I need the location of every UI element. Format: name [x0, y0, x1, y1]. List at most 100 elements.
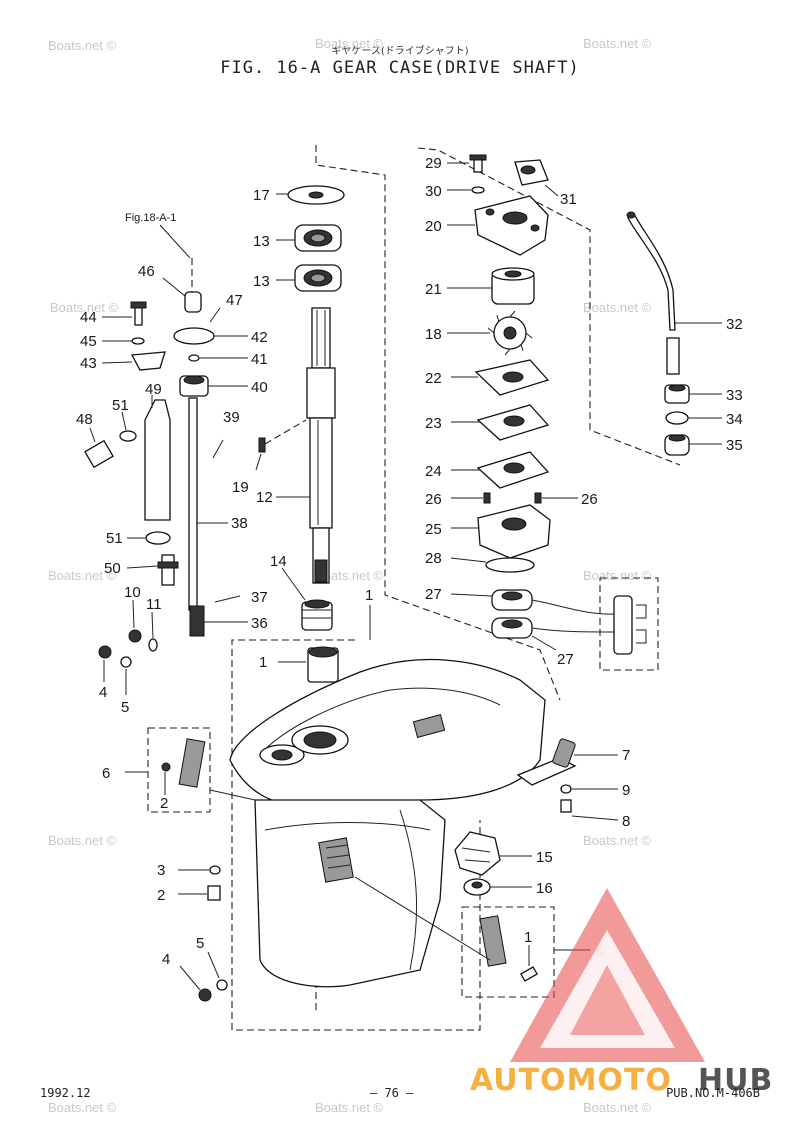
bolt-part-8	[560, 799, 572, 813]
callout-39: 39	[223, 409, 240, 426]
callout-38: 38	[231, 515, 248, 532]
watermark: Boats.net ©	[583, 568, 652, 583]
callout-33: 33	[726, 387, 743, 404]
callout-10: 10	[124, 584, 141, 601]
callout-26: 26	[581, 491, 598, 508]
callout-9: 9	[622, 782, 630, 799]
pin-part-37	[214, 595, 241, 603]
footer-publication-number: PUB.NO.M-406B	[666, 1086, 760, 1100]
callout-4: 4	[162, 951, 170, 968]
brand-text-primary: AUTOMOTO	[470, 1063, 672, 1098]
figure-reference: Fig.18-A-1	[125, 212, 176, 224]
o-ring-part-41	[188, 354, 200, 362]
callout-37: 37	[251, 589, 268, 606]
callout-21: 21	[425, 281, 442, 298]
callout-20: 20	[425, 218, 442, 235]
callout-47: 47	[226, 292, 243, 309]
callout-51: 51	[112, 397, 129, 414]
callout-1: 1	[524, 929, 532, 946]
callout-18: 18	[425, 326, 442, 343]
drive-shaft-part-12	[306, 307, 336, 584]
nozzle-part-48	[84, 439, 114, 469]
bearing-part-13-lower	[294, 264, 342, 292]
callout-2: 2	[157, 887, 165, 904]
gear-case-housing	[229, 658, 546, 988]
pin-part-47	[209, 307, 221, 323]
bolt-part-4	[198, 988, 212, 1002]
watermark: Boats.net ©	[48, 833, 117, 848]
hose-part-49	[144, 399, 171, 521]
seal-part-36	[189, 605, 205, 637]
anode-part-6	[479, 915, 507, 967]
pump-case-part-25	[477, 504, 551, 559]
callout-5: 5	[196, 935, 204, 952]
anode-group-box-right	[461, 906, 555, 998]
callout-19: 19	[232, 479, 249, 496]
watermark: Boats.net ©	[48, 1100, 117, 1115]
figure-title: FIG. 16-A GEAR CASE(DRIVE SHAFT)	[220, 58, 580, 78]
callout-1: 1	[365, 587, 373, 604]
callout-43: 43	[80, 355, 97, 372]
washer-part-3	[209, 865, 221, 875]
dowel-pin-part-26	[534, 492, 542, 504]
callout-31: 31	[560, 191, 577, 208]
callout-3: 3	[157, 862, 165, 879]
grommet-part-46	[184, 291, 202, 313]
clamp-part-51-lower	[145, 531, 171, 545]
callout-4: 4	[99, 684, 107, 701]
callout-34: 34	[726, 411, 743, 428]
o-ring-part-28	[485, 557, 535, 573]
callout-36: 36	[251, 615, 268, 632]
washer-part-11	[148, 638, 158, 652]
figure-subtitle: ギヤケース(ドライブシャフト)	[331, 46, 469, 57]
grommet-part-33	[664, 384, 690, 404]
callout-6: 6	[102, 765, 110, 782]
callout-27: 27	[425, 586, 442, 603]
pin-part-39	[212, 439, 224, 459]
watermark: Boats.net ©	[48, 38, 117, 53]
bolt-part-4	[98, 645, 112, 659]
callout-15: 15	[536, 849, 553, 866]
washer-part-30	[471, 186, 485, 194]
callout-28: 28	[425, 550, 442, 567]
watermark: Boats.net ©	[315, 568, 384, 583]
water-tube-part-32	[627, 213, 676, 331]
callout-26: 26	[425, 491, 442, 508]
washer-part-5	[120, 656, 132, 668]
callout-48: 48	[76, 411, 93, 428]
callout-13: 13	[253, 233, 270, 250]
callout-40: 40	[251, 379, 268, 396]
nut-part-16	[463, 878, 491, 896]
seal-orientation-detail	[599, 577, 659, 671]
bushing-part-1	[307, 646, 339, 683]
watermark: Boats.net ©	[583, 36, 652, 51]
callout-45: 45	[80, 333, 97, 350]
callout-41: 41	[251, 351, 268, 368]
callout-14: 14	[270, 553, 287, 570]
watermark: Boats.net ©	[315, 1100, 384, 1115]
callout-32: 32	[726, 316, 743, 333]
footer-page-number: – 76 –	[370, 1086, 414, 1100]
washer-part-9	[560, 784, 572, 794]
watermark: Boats.net ©	[583, 300, 652, 315]
callout-50: 50	[104, 560, 121, 577]
nut-part-10	[128, 629, 142, 643]
footer-date: 1992.12	[40, 1086, 91, 1100]
clamp-part-51	[119, 430, 137, 442]
oil-seal-part-27-upper	[491, 589, 533, 611]
callout-7: 7	[622, 747, 630, 764]
key-part-19	[258, 437, 266, 453]
pinion-gear-part-15	[454, 831, 501, 876]
impeller-part-18	[487, 310, 533, 356]
grommet-part-34	[665, 411, 689, 425]
callout-24: 24	[425, 463, 442, 480]
pump-housing-part-20	[474, 195, 549, 256]
callout-13: 13	[253, 273, 270, 290]
seal-part-35	[664, 434, 690, 456]
insert-cartridge-part-21	[491, 267, 535, 305]
bearing-part-13-upper	[294, 224, 342, 252]
callout-25: 25	[425, 521, 442, 538]
watermark: Boats.net ©	[50, 300, 119, 315]
